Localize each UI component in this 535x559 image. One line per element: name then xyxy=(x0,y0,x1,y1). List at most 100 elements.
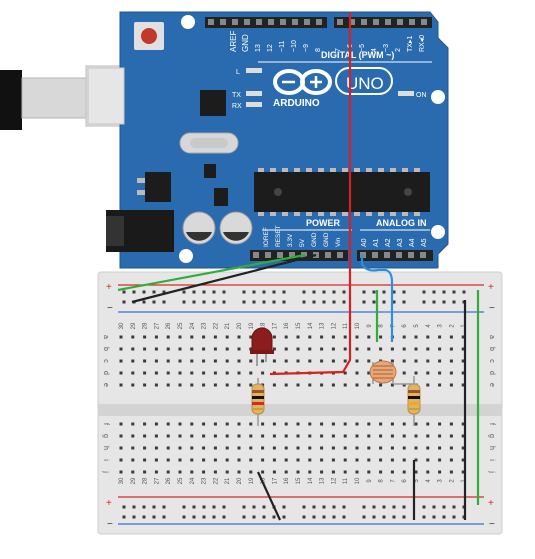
rail-hole[interactable] xyxy=(362,290,366,294)
breadboard-hole[interactable] xyxy=(225,434,229,438)
breadboard-hole[interactable] xyxy=(166,371,170,375)
breadboard-hole[interactable] xyxy=(213,359,217,363)
breadboard-hole[interactable] xyxy=(143,434,147,438)
breadboard-hole[interactable] xyxy=(355,383,359,387)
breadboard-hole[interactable] xyxy=(331,446,335,450)
breadboard-hole[interactable] xyxy=(402,383,406,387)
breadboard-hole[interactable] xyxy=(461,470,465,474)
breadboard-hole[interactable] xyxy=(190,470,194,474)
breadboard-hole[interactable] xyxy=(367,458,371,462)
breadboard-hole[interactable] xyxy=(213,335,217,339)
breadboard-hole[interactable] xyxy=(202,371,206,375)
breadboard-hole[interactable] xyxy=(213,458,217,462)
rail-hole[interactable] xyxy=(332,300,336,304)
header-hole[interactable] xyxy=(372,252,378,258)
rail-hole[interactable] xyxy=(302,290,306,294)
breadboard-hole[interactable] xyxy=(414,446,418,450)
breadboard-hole[interactable] xyxy=(343,383,347,387)
rail-hole[interactable] xyxy=(302,300,306,304)
rail-hole[interactable] xyxy=(382,300,386,304)
breadboard-hole[interactable] xyxy=(166,347,170,351)
breadboard-hole[interactable] xyxy=(166,434,170,438)
breadboard-hole[interactable] xyxy=(237,383,241,387)
breadboard-hole[interactable] xyxy=(426,422,430,426)
breadboard-hole[interactable] xyxy=(402,446,406,450)
breadboard-hole[interactable] xyxy=(166,422,170,426)
rail-hole[interactable] xyxy=(192,290,196,294)
breadboard-hole[interactable] xyxy=(461,335,465,339)
breadboard-hole[interactable] xyxy=(237,347,241,351)
breadboard-hole[interactable] xyxy=(225,347,229,351)
rail-hole[interactable] xyxy=(192,515,196,519)
rail-hole[interactable] xyxy=(332,515,336,519)
rail-hole[interactable] xyxy=(252,505,256,509)
rail-hole[interactable] xyxy=(392,290,396,294)
rail-hole[interactable] xyxy=(212,290,216,294)
breadboard-hole[interactable] xyxy=(367,371,371,375)
rail-hole[interactable] xyxy=(322,505,326,509)
breadboard-hole[interactable] xyxy=(426,335,430,339)
rail-hole[interactable] xyxy=(372,515,376,519)
breadboard-hole[interactable] xyxy=(296,383,300,387)
rail-hole[interactable] xyxy=(382,290,386,294)
rail-hole[interactable] xyxy=(132,290,136,294)
rail-hole[interactable] xyxy=(252,290,256,294)
breadboard-hole[interactable] xyxy=(449,446,453,450)
header-hole[interactable] xyxy=(384,252,390,258)
breadboard-hole[interactable] xyxy=(190,422,194,426)
breadboard-hole[interactable] xyxy=(131,383,135,387)
breadboard-hole[interactable] xyxy=(119,470,123,474)
breadboard-hole[interactable] xyxy=(438,347,442,351)
header-hole[interactable] xyxy=(268,19,274,25)
header-hole[interactable] xyxy=(244,19,250,25)
breadboard-hole[interactable] xyxy=(143,371,147,375)
breadboard-hole[interactable] xyxy=(355,458,359,462)
breadboard-hole[interactable] xyxy=(119,446,123,450)
breadboard-hole[interactable] xyxy=(390,359,394,363)
rail-hole[interactable] xyxy=(122,515,126,519)
breadboard-hole[interactable] xyxy=(237,422,241,426)
header-hole[interactable] xyxy=(280,19,286,25)
breadboard-hole[interactable] xyxy=(402,422,406,426)
breadboard-hole[interactable] xyxy=(237,359,241,363)
breadboard-hole[interactable] xyxy=(379,446,383,450)
breadboard-hole[interactable] xyxy=(249,470,253,474)
breadboard-hole[interactable] xyxy=(343,422,347,426)
breadboard-hole[interactable] xyxy=(237,371,241,375)
breadboard-hole[interactable] xyxy=(438,422,442,426)
breadboard-hole[interactable] xyxy=(225,335,229,339)
breadboard-hole[interactable] xyxy=(461,446,465,450)
breadboard-hole[interactable] xyxy=(131,359,135,363)
breadboard-hole[interactable] xyxy=(272,347,276,351)
breadboard-hole[interactable] xyxy=(190,371,194,375)
rail-hole[interactable] xyxy=(342,300,346,304)
breadboard-hole[interactable] xyxy=(414,422,418,426)
rail-hole[interactable] xyxy=(162,515,166,519)
breadboard-hole[interactable] xyxy=(284,359,288,363)
breadboard-hole[interactable] xyxy=(119,371,123,375)
breadboard-hole[interactable] xyxy=(143,446,147,450)
header-hole[interactable] xyxy=(256,19,262,25)
header-hole[interactable] xyxy=(397,19,403,25)
header-hole[interactable] xyxy=(421,19,427,25)
rail-hole[interactable] xyxy=(432,290,436,294)
breadboard-hole[interactable] xyxy=(261,458,265,462)
breadboard-hole[interactable] xyxy=(143,422,147,426)
header-hole[interactable] xyxy=(385,19,391,25)
breadboard-hole[interactable] xyxy=(178,422,182,426)
breadboard-hole[interactable] xyxy=(190,335,194,339)
breadboard-hole[interactable] xyxy=(320,335,324,339)
breadboard-hole[interactable] xyxy=(296,335,300,339)
breadboard-hole[interactable] xyxy=(390,470,394,474)
breadboard-hole[interactable] xyxy=(414,458,418,462)
rail-hole[interactable] xyxy=(132,515,136,519)
breadboard-hole[interactable] xyxy=(143,347,147,351)
breadboard-hole[interactable] xyxy=(449,470,453,474)
breadboard-hole[interactable] xyxy=(414,470,418,474)
breadboard-hole[interactable] xyxy=(237,446,241,450)
breadboard-hole[interactable] xyxy=(414,347,418,351)
rail-hole[interactable] xyxy=(442,300,446,304)
header-hole[interactable] xyxy=(409,19,415,25)
breadboard-hole[interactable] xyxy=(202,422,206,426)
